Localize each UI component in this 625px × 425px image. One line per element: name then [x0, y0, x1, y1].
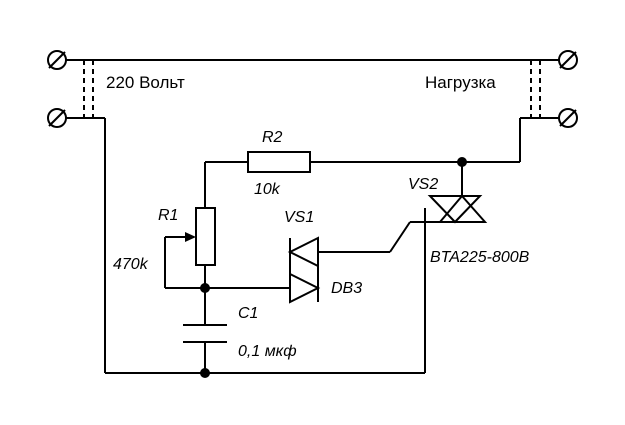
- resistor-r2: [247, 151, 311, 173]
- terminal-block-dashes: [83, 60, 541, 118]
- r2-ref-label: R2: [262, 129, 283, 146]
- vs2-value-label: BTA225-800B: [430, 249, 530, 266]
- terminal-left-top[interactable]: [47, 50, 67, 70]
- terminal-right-bottom[interactable]: [558, 108, 578, 128]
- r2-value-label: 10k: [254, 181, 281, 198]
- c1-ref-label: C1: [238, 305, 258, 322]
- wiper-arrow-icon: [185, 232, 196, 242]
- r1-value-label: 470k: [113, 256, 149, 273]
- capacitor-c1: [183, 324, 227, 343]
- vs1-value-label: DB3: [331, 280, 362, 297]
- c1-value-label: 0,1 мкф: [238, 343, 297, 360]
- gate-lead: [389, 221, 411, 253]
- junction-dots: [200, 157, 467, 378]
- diac-vs1: [287, 236, 321, 304]
- triac-vs2: [427, 194, 488, 224]
- vs2-ref-label: VS2: [408, 176, 438, 193]
- load-label: Нагрузка: [425, 73, 496, 92]
- input-voltage-label: 220 Вольт: [106, 73, 185, 92]
- vs1-ref-label: VS1: [284, 209, 314, 226]
- terminal-left-bottom[interactable]: [47, 108, 67, 128]
- potentiometer-r1: [195, 207, 216, 266]
- terminal-right-top[interactable]: [558, 50, 578, 70]
- r1-ref-label: R1: [158, 207, 178, 224]
